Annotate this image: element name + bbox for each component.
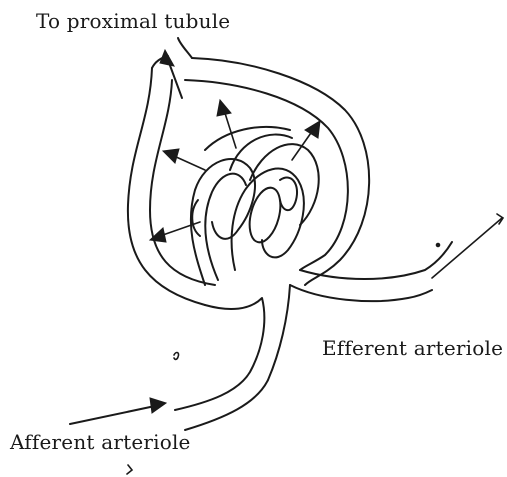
capillary-loop-7 <box>192 200 200 236</box>
filtration-arrow-upper-left-shaft <box>174 156 205 170</box>
stray-mark-left <box>174 353 179 360</box>
filtration-arrow-top-shaft <box>224 110 236 148</box>
capillary-loop-5 <box>230 135 292 170</box>
arrow-to-proximal-head <box>160 50 174 66</box>
label-afferent-arteriole: Afferent arteriole <box>9 430 191 454</box>
efferent-arteriole-end-dot <box>436 243 440 247</box>
capillary-loop-6 <box>280 178 297 211</box>
bowmans-capsule-outer-wall-right <box>192 58 369 285</box>
bowmans-capsule-outer-wall <box>128 68 205 305</box>
afferent-flow-arrow-head <box>150 398 166 413</box>
afferent-arteriole-wall-upper <box>175 298 264 410</box>
afferent-flow-arrow-shaft <box>70 406 155 424</box>
bowmans-capsule-inner-wall <box>150 80 215 285</box>
efferent-arteriole-wall-lower <box>290 285 432 301</box>
capillary-loop-4 <box>250 144 319 225</box>
afferent-arteriole-wall-lower <box>185 285 290 430</box>
capillary-inner-ellipse <box>244 184 286 245</box>
label-efferent-arteriole: Efferent arteriole <box>322 336 503 360</box>
label-proximal-tubule: To proximal tubule <box>36 9 230 33</box>
filtration-arrow-upper-right-head <box>305 121 320 138</box>
capillary-loop-3 <box>232 169 304 270</box>
bowmans-capsule-inner-wall-right <box>185 80 348 270</box>
filtration-arrow-upper-left-head <box>163 149 179 163</box>
proximal-tubule-wall-right <box>178 38 192 58</box>
filtration-arrow-top-head <box>217 100 231 116</box>
efferent-flow-line <box>432 218 502 278</box>
capillary-loop-8 <box>205 127 290 150</box>
stray-mark-bottom <box>127 465 132 474</box>
